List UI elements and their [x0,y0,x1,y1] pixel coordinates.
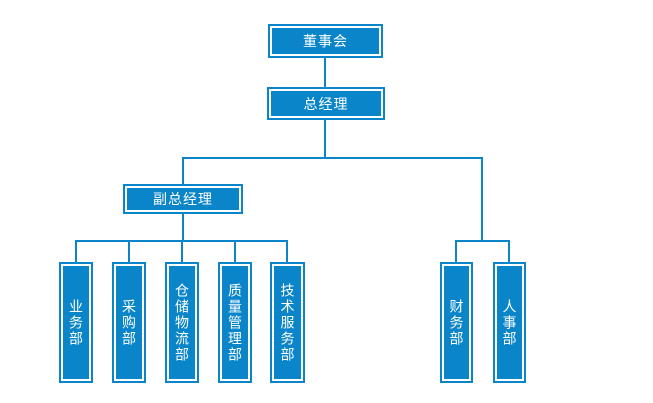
connector-drop-hr [508,240,510,263]
connector-right-group-horizontal [455,240,510,242]
node-technical-service-dept: 技术服务部 [270,262,305,383]
connector-drop-purchasing [128,240,130,263]
node-warehouse-logistics-dept: 仓储物流部 [165,262,199,383]
connector-drop-warehouse [181,240,183,263]
node-purchasing-dept-label: 采购部 [121,298,137,347]
node-hr-dept-label: 人事部 [501,298,518,347]
node-quality-management-dept: 质量管理部 [218,262,252,383]
node-technical-service-dept-label: 技术服务部 [279,282,296,363]
node-finance-dept-label: 财务部 [448,298,465,347]
connector-to-right-group [481,157,483,242]
connector-board-to-gm [324,57,326,88]
node-board: 董事会 [268,24,383,58]
connector-drop-technical [286,240,288,263]
connector-gm-down [324,119,326,158]
node-quality-management-dept-label: 质量管理部 [227,282,243,363]
node-deputy-general-manager: 副总经理 [123,184,243,214]
node-general-manager: 总经理 [267,87,385,120]
node-purchasing-dept: 采购部 [112,262,146,383]
connector-to-dgm [182,157,184,185]
connector-drop-finance [455,240,457,263]
connector-dgm-down [182,213,184,242]
node-business-dept-label: 业务部 [68,298,84,347]
connector-branch-horizontal [182,157,483,159]
node-finance-dept: 财务部 [440,262,473,383]
connector-drop-business [75,240,77,263]
node-business-dept: 业务部 [59,262,93,383]
connector-drop-quality [234,240,236,263]
node-warehouse-logistics-dept-label: 仓储物流部 [174,282,190,363]
node-hr-dept: 人事部 [493,262,526,383]
